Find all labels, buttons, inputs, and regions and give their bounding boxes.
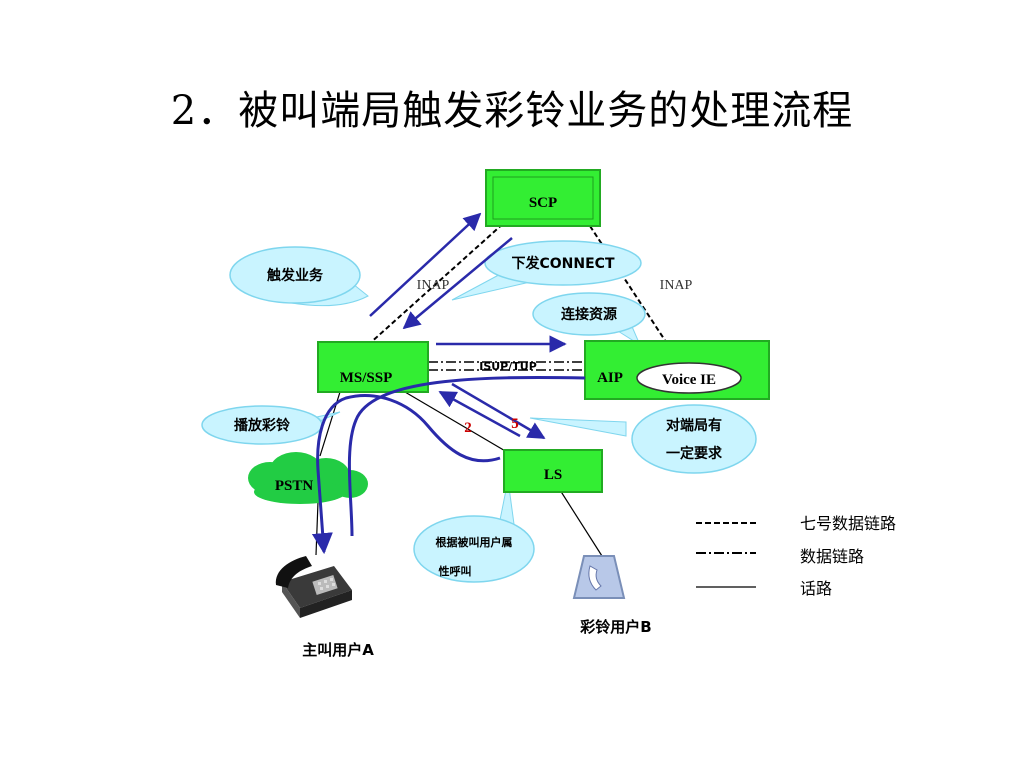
voice-ie-label: Voice IE	[662, 372, 716, 388]
bubble-trigger-service-text: 触发业务	[266, 267, 324, 284]
inap-left-label: INAP	[417, 278, 450, 293]
step-number-5: 5	[511, 416, 519, 432]
bubble-remote-requirement: 对端局有 一定要求	[529, 404, 757, 474]
bubble-connect-resource: 连接资源	[532, 292, 646, 347]
inap-right-label: INAP	[660, 278, 693, 293]
ms-ssp-node: MS/SSP	[317, 341, 429, 393]
ls-label: LS	[544, 467, 562, 483]
slide-title: 2．被叫端局触发彩铃业务的处理流程	[170, 88, 854, 134]
bubble-send-connect: 下发CONNECT	[451, 240, 642, 301]
handset-icon	[572, 555, 626, 599]
bubble-call-attr: 根据被叫用户属 性呼叫	[413, 479, 535, 583]
isup-tup-label: ISUP/TUP	[479, 360, 537, 373]
step-number-2: 2	[464, 420, 472, 436]
arrow-ls-to-ms	[438, 390, 521, 438]
bubble-connect-resource-text: 连接资源	[561, 306, 617, 323]
legend-label-voice: 话路	[800, 579, 832, 598]
desk-phone-icon	[275, 556, 352, 618]
legend-label-data: 数据链路	[800, 547, 864, 566]
bubble-send-connect-text: 下发CONNECT	[512, 255, 615, 272]
voice-link-pstn-caller	[315, 501, 319, 556]
voice-link-ls-callee	[559, 489, 603, 557]
ms-ssp-label: MS/SSP	[340, 370, 393, 386]
callee-label: 彩铃用户B	[579, 618, 651, 636]
aip-node: AIP Voice IE	[584, 340, 770, 400]
bubble-call-attr-line2: 性呼叫	[439, 564, 472, 578]
bubble-call-attr-line1: 根据被叫用户属	[436, 535, 513, 549]
bubble-play-ringback-text: 播放彩铃	[234, 417, 290, 434]
aip-label: AIP	[597, 370, 623, 386]
legend: 七号数据链路 数据链路 话路	[696, 514, 896, 598]
bubble-remote-requirement-line1: 对端局有	[666, 417, 722, 434]
voice-link-ms-ls	[404, 391, 513, 456]
scp-node: SCP	[485, 169, 601, 227]
arrow-scp-to-ms	[402, 237, 513, 330]
ringback-voice-path	[347, 376, 586, 537]
pstn-label: PSTN	[275, 478, 314, 494]
legend-label-ss7: 七号数据链路	[800, 514, 896, 533]
call-voice-path	[311, 394, 501, 555]
bubble-trigger-service: 触发业务	[229, 246, 369, 307]
caller-label: 主叫用户A	[302, 641, 374, 659]
arrow-ms-to-scp	[369, 212, 482, 317]
ls-node: LS	[503, 449, 603, 493]
scp-label: SCP	[529, 195, 557, 211]
bubble-play-ringback: 播放彩铃	[201, 405, 341, 445]
pstn-cloud: PSTN	[248, 452, 368, 504]
arrow-ms-to-ls	[451, 382, 546, 440]
bubble-remote-requirement-line2: 一定要求	[666, 445, 723, 462]
ss7-link-ms-scp	[367, 221, 506, 346]
voice-ie-oval	[636, 362, 742, 394]
